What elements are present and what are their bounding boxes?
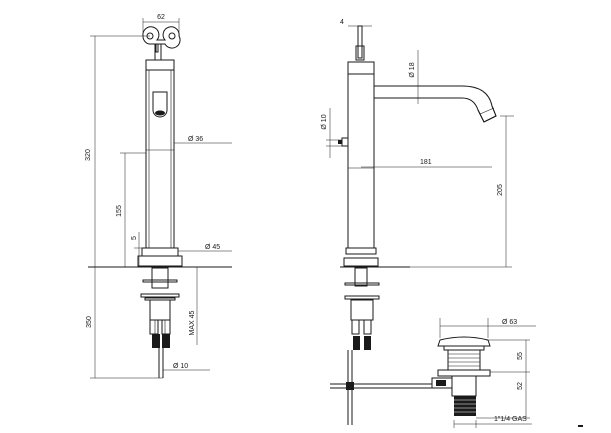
dim-width: 62 (142, 14, 180, 32)
dim-body-dia: Ø 36 (174, 136, 232, 144)
dim-stem-dia-label: Ø 10 (173, 363, 188, 370)
front-view: 62 320 155 5 Ø 36 Ø 45 (85, 14, 232, 379)
dim-base: 5 (131, 232, 142, 267)
waste-view: Ø 63 55 52 1"1/4 GAS (330, 318, 536, 428)
dim-upper-label: 55 (517, 352, 524, 360)
dim-spout-dia-label: Ø 18 (409, 62, 416, 77)
dim-knob-dia-label: Ø 10 (321, 114, 328, 129)
side-knob (341, 137, 349, 147)
side-body (347, 73, 375, 249)
spout (374, 85, 497, 123)
dim-spout-height-label: 205 (497, 184, 504, 196)
tap-body (145, 69, 175, 249)
base-plate (137, 255, 183, 267)
dim-top-dia-label: Ø 63 (502, 319, 517, 326)
dim-lever-height: 155 (116, 152, 146, 267)
dim-height-label: 320 (85, 149, 92, 161)
dim-reach-label: 181 (420, 159, 432, 166)
waste-body (437, 349, 491, 397)
dim-below: 350 (86, 267, 163, 379)
dim-upper: 55 (486, 339, 530, 372)
top-cap (145, 59, 175, 71)
side-view: 4 Ø 18 Ø 10 181 205 (321, 19, 514, 425)
dim-lower: 52 (476, 371, 530, 419)
spout-aperture (152, 91, 168, 118)
dim-thread-label: 1"1/4 GAS (494, 416, 527, 423)
side-top-cap (347, 61, 375, 75)
dim-stem-dia: Ø 10 (163, 363, 210, 371)
handle-key (142, 26, 181, 61)
dim-knob-dia: Ø 10 (321, 108, 342, 158)
dim-spout-dia: Ø 18 (409, 50, 419, 104)
dim-base-dia: Ø 45 (178, 244, 232, 252)
dim-max-label: MAX 45 (189, 310, 196, 335)
waste-thread (454, 396, 476, 416)
dim-base-label: 5 (131, 236, 138, 240)
dim-top-dia: Ø 63 (439, 318, 536, 338)
base-flange (141, 247, 179, 257)
dim-width-label: 62 (157, 14, 165, 21)
dim-max: MAX 45 (178, 266, 200, 345)
dim-base-dia-label: Ø 45 (205, 244, 220, 251)
corner-mark (578, 425, 583, 427)
lever-stem (357, 25, 363, 59)
side-under-fittings (344, 267, 380, 425)
dim-below-label: 350 (86, 316, 93, 328)
dim-lever-label: 4 (340, 19, 344, 26)
dim-reach: 181 (361, 159, 492, 168)
waste-cap (437, 336, 491, 347)
dim-spout-height: 205 (376, 115, 514, 268)
dim-height: 320 (85, 35, 150, 267)
dim-thread: 1"1/4 GAS (453, 416, 532, 428)
dim-body-dia-label: Ø 36 (188, 136, 203, 143)
dim-lever: 4 (340, 19, 372, 27)
under-counter-fittings (140, 267, 180, 378)
dim-lever-height-label: 155 (116, 205, 123, 217)
dim-lower-label: 52 (517, 382, 524, 390)
